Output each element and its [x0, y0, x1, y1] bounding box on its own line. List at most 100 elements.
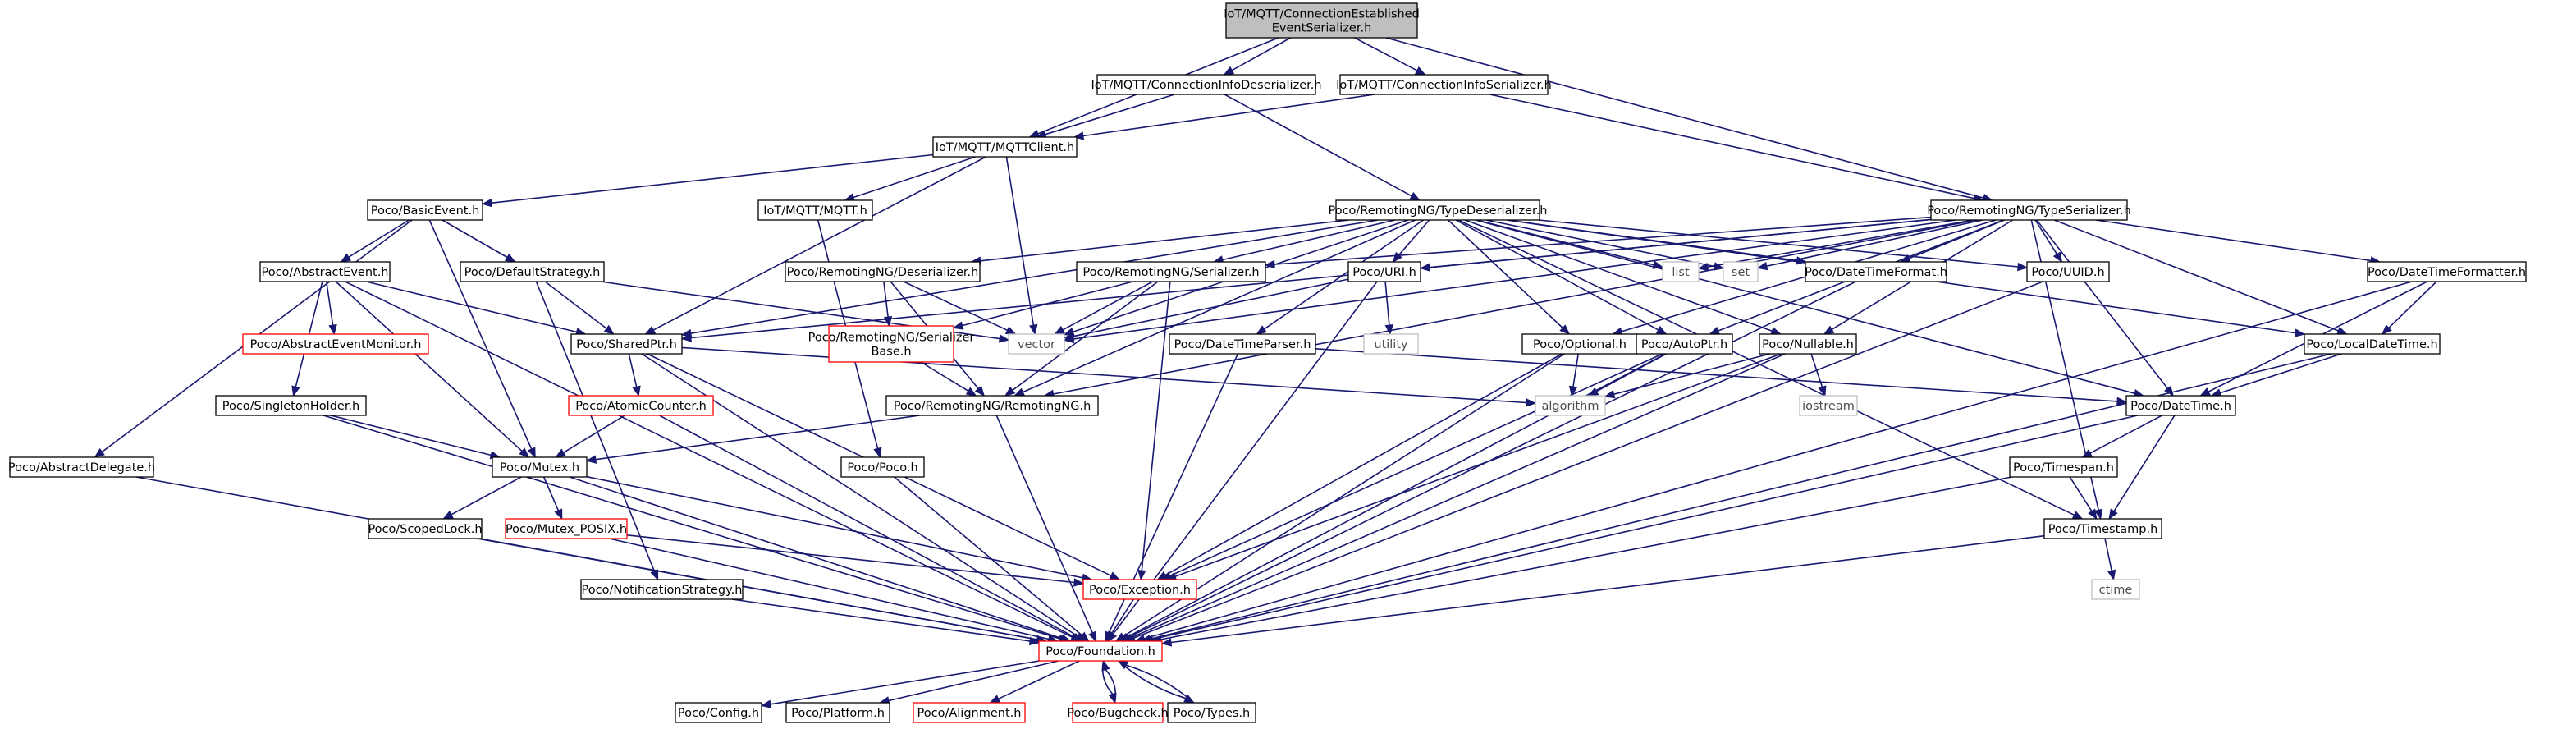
- node-poco-poco-h[interactable]: Poco/Poco.h: [840, 456, 925, 478]
- node-box: [2026, 261, 2110, 282]
- node-label: IoT/MQTT/MQTTClient.h: [936, 141, 1074, 154]
- include-edge: [1385, 37, 1993, 203]
- edge-arrowhead: [603, 324, 615, 335]
- node-poco-config-h[interactable]: Poco/Config.h: [675, 702, 762, 723]
- include-edge: [1223, 37, 1292, 76]
- node-label: Poco/Exception.h: [1089, 584, 1191, 597]
- edge-line: [1174, 353, 1782, 577]
- node-label: Poco/AutoPtr.h: [1641, 338, 1727, 351]
- node-poco-datetime-h[interactable]: Poco/DateTime.h: [2125, 395, 2236, 416]
- edge-line: [2220, 353, 2342, 394]
- edge-arrowhead: [1109, 571, 1121, 580]
- node-label-line: Poco/RemotingNG/TypeSerializer.h: [1927, 204, 2131, 218]
- node-poco-notificationstrategy-h[interactable]: Poco/NotificationStrategy.h: [580, 579, 744, 600]
- edge-line: [326, 281, 334, 326]
- edge-line: [2104, 538, 2112, 571]
- include-edge: [1264, 216, 1932, 269]
- edge-line: [428, 219, 533, 450]
- node-poco-singletonholder-h[interactable]: Poco/SingletonHolder.h: [215, 395, 367, 416]
- node-label-line: vector: [1018, 338, 1055, 351]
- include-edge: [335, 281, 530, 458]
- include-edge: [2069, 476, 2098, 520]
- node-poco-basicevent-h[interactable]: Poco/BasicEvent.h: [367, 199, 483, 221]
- node-label: Poco/Mutex.h: [500, 461, 579, 475]
- node-poco-optional-h[interactable]: Poco/Optional.h: [1521, 333, 1638, 355]
- node-label: Poco/RemotingNG/RemotingNG.h: [894, 400, 1091, 413]
- edge-arrowhead: [2199, 387, 2211, 397]
- include-edge: [1101, 659, 1117, 704]
- node-poco-datetimeformat-h[interactable]: Poco/DateTimeFormat.h: [1805, 261, 1947, 282]
- node-label-line: Poco/Nullable.h: [1762, 338, 1854, 351]
- node-iot-mqtt-connectioninfodeserializer-h[interactable]: IoT/MQTT/ConnectionInfoDeserializer.h: [1091, 74, 1322, 95]
- node-label: Poco/DateTimeFormat.h: [1805, 266, 1947, 279]
- node-iot-mqtt-mqttclient-h[interactable]: IoT/MQTT/MQTTClient.h: [932, 136, 1078, 158]
- node-poco-datetimeformatter-h[interactable]: Poco/DateTimeFormatter.h: [2367, 261, 2527, 282]
- node-label: Poco/NotificationStrategy.h: [582, 584, 743, 597]
- node-label: Poco/RemotingNG/TypeDeserializer.h: [1328, 204, 1547, 218]
- node-label-line: Poco/RemotingNG/RemotingNG.h: [894, 400, 1091, 413]
- node-box: [913, 702, 1026, 723]
- include-edge: [844, 156, 976, 202]
- node-label-line: Poco/Timespan.h: [2013, 461, 2114, 475]
- include-edge: [1165, 353, 1782, 580]
- node-poco-remotingng-deserializer-h[interactable]: Poco/RemotingNG/Deserializer.h: [785, 261, 981, 282]
- node-poco-remotingng-serializer-h[interactable]: Poco/RemotingNG/Serializer.h: [1076, 261, 1266, 282]
- edge-line: [652, 156, 986, 331]
- node-poco-timespan-h[interactable]: Poco/Timespan.h: [2009, 456, 2118, 478]
- node-box: [2367, 261, 2527, 282]
- node-poco-foundation-h[interactable]: Poco/Foundation.h: [1038, 640, 1163, 662]
- node-poco-defaultstrategy-h[interactable]: Poco/DefaultStrategy.h: [460, 261, 605, 282]
- node-poco-abstracteventmonitor-h[interactable]: Poco/AbstractEventMonitor.h: [242, 333, 429, 355]
- edge-line: [2054, 219, 2339, 332]
- node-poco-remotingng-typedeserializer-h[interactable]: Poco/RemotingNG/TypeDeserializer.h: [1328, 199, 1548, 221]
- node-poco-datetimeparser-h[interactable]: Poco/DateTimeParser.h: [1169, 333, 1316, 355]
- node-poco-localdatetime-h[interactable]: Poco/LocalDateTime.h: [2304, 333, 2441, 355]
- node-box: [568, 395, 714, 416]
- node-poco-platform-h[interactable]: Poco/Platform.h: [785, 702, 890, 723]
- edge-line: [2034, 219, 2058, 255]
- include-edge: [2104, 538, 2116, 581]
- node-poco-mutex-posix-h[interactable]: Poco/Mutex_POSIX.h: [505, 518, 628, 539]
- node-poco-scopedlock-h[interactable]: Poco/ScopedLock.h: [368, 518, 483, 539]
- node-poco-alignment-h[interactable]: Poco/Alignment.h: [913, 702, 1026, 723]
- node-poco-remotingng-remotingng-h[interactable]: Poco/RemotingNG/RemotingNG.h: [885, 395, 1099, 416]
- node-poco-exception-h[interactable]: Poco/Exception.h: [1082, 579, 1197, 600]
- edges-layer: [94, 37, 2437, 708]
- node-box: [1535, 395, 1606, 416]
- node-label: iostream: [1802, 400, 1855, 413]
- include-edge: [952, 281, 1133, 330]
- node-poco-sharedptr-h[interactable]: Poco/SharedPtr.h: [570, 333, 683, 355]
- include-edge: [731, 598, 1041, 646]
- edge-line: [1455, 219, 1659, 331]
- node-iot-mqtt-connectioninfoserializer-h[interactable]: IoT/MQTT/ConnectionInfoSerializer.h: [1336, 74, 1552, 95]
- edge-arrowhead: [952, 321, 964, 330]
- node-box: [1759, 333, 1857, 355]
- node-poco-nullable-h[interactable]: Poco/Nullable.h: [1759, 333, 1857, 355]
- edge-line: [770, 660, 1040, 705]
- node-label: Poco/URI.h: [1352, 266, 1416, 279]
- include-edge: [1568, 353, 1579, 397]
- node-poco-uuid-h[interactable]: Poco/UUID.h: [2026, 261, 2110, 282]
- include-edge: [1256, 219, 1424, 335]
- include-edge: [1354, 37, 1426, 76]
- node-poco-timestamp-h[interactable]: Poco/Timestamp.h: [2043, 518, 2162, 539]
- node-label-line: Poco/URI.h: [1352, 266, 1416, 279]
- node-poco-uri-h[interactable]: Poco/URI.h: [1347, 261, 1421, 282]
- node-iot-mqtt-mqtt-h[interactable]: IoT/MQTT/MQTT.h: [757, 199, 873, 221]
- node-poco-abstractevent-h[interactable]: Poco/AbstractEvent.h: [259, 261, 391, 282]
- node-poco-types-h[interactable]: Poco/Types.h: [1167, 702, 1256, 723]
- node-poco-autoptr-h[interactable]: Poco/AutoPtr.h: [1636, 333, 1733, 355]
- edge-line: [920, 361, 969, 392]
- node-label: Poco/DateTimeParser.h: [1174, 338, 1311, 351]
- edge-line: [1160, 476, 2012, 640]
- node-poco-atomiccounter-h[interactable]: Poco/AtomicCounter.h: [568, 395, 714, 416]
- node-poco-abstractdelegate-h[interactable]: Poco/AbstractDelegate.h: [8, 456, 155, 478]
- node-poco-remotingng-typeserializer-h[interactable]: Poco/RemotingNG/TypeSerializer.h: [1927, 199, 2131, 221]
- node-poco-bugcheck-h[interactable]: Poco/Bugcheck.h: [1067, 702, 1169, 723]
- node-poco-mutex-h[interactable]: Poco/Mutex.h: [492, 456, 588, 478]
- edge-arrowhead: [1256, 325, 1267, 335]
- include-edge: [1036, 94, 1175, 139]
